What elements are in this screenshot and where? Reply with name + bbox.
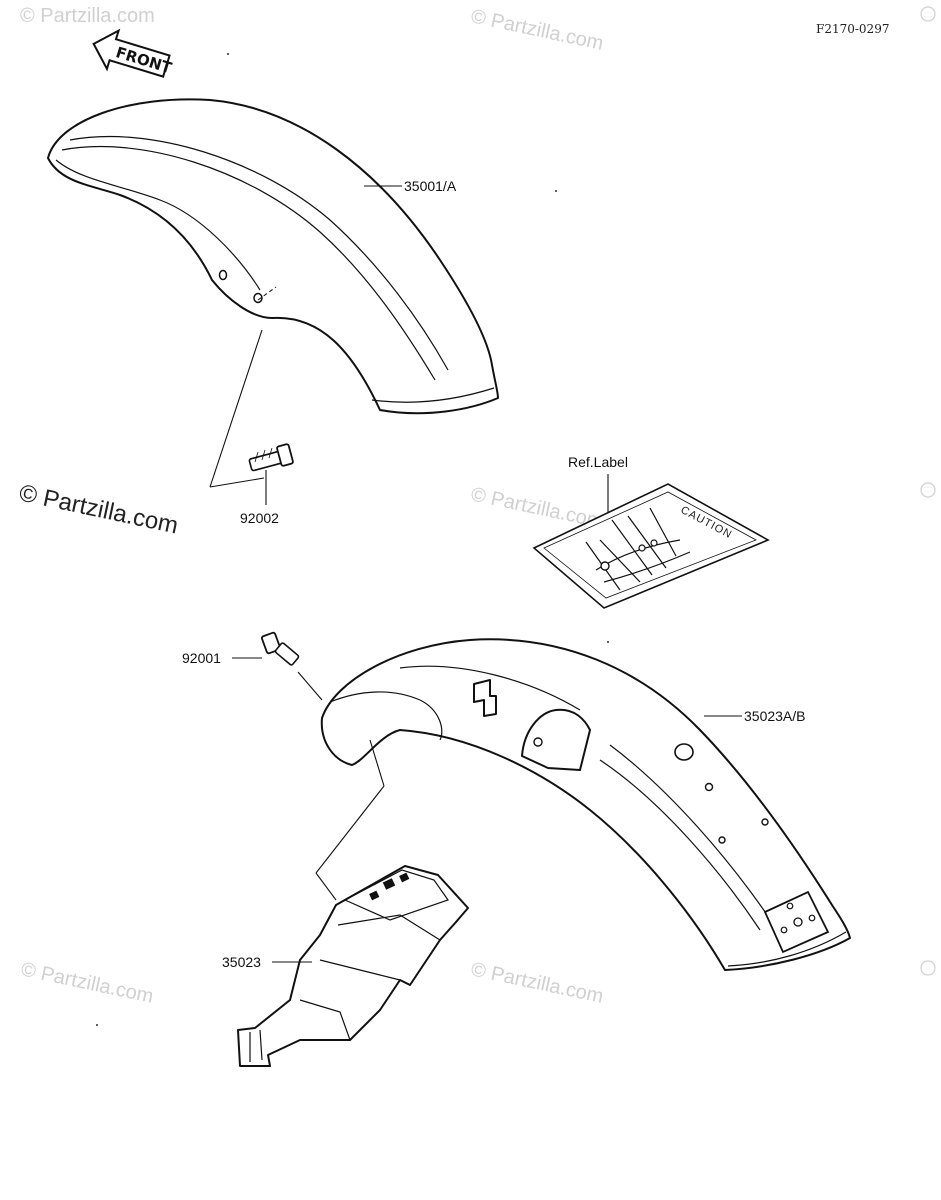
mounting-hole-icon (533, 737, 543, 747)
callout-rear-inner-fender[interactable]: 35023 (222, 954, 261, 970)
watermark: © Partzilla.com (20, 5, 155, 27)
frame-sketch-icon (585, 507, 691, 591)
callout-ref-label[interactable]: Ref.Label (568, 454, 628, 470)
caution-label[interactable]: CAUTION (532, 483, 770, 609)
callout-rear-fender[interactable]: 35023A/B (744, 708, 806, 724)
watermark: © Partzilla.com (469, 958, 605, 1008)
mounting-hole-icon (253, 292, 263, 304)
mounting-hole-icon (761, 818, 769, 826)
mounting-hole-icon (718, 836, 726, 844)
rear-fender[interactable] (320, 638, 851, 971)
mounting-hole-icon (674, 743, 694, 761)
bolt-icon[interactable] (248, 443, 294, 472)
partzilla-watermark: © Partzilla.com (17, 479, 181, 539)
watermark: © Partzilla.com (19, 958, 155, 1008)
watermark: © Partzilla.com (469, 5, 605, 55)
callout-rear-bolt[interactable]: 92001 (182, 650, 221, 666)
front-fender[interactable] (47, 98, 499, 415)
inner-rear-fender[interactable] (237, 865, 469, 1067)
copyright-circle-icon (920, 6, 936, 976)
callout-front-fender[interactable]: 35001/A (404, 178, 457, 194)
front-arrow-icon: FRONT (92, 28, 175, 78)
mounting-hole-icon (704, 782, 714, 792)
bolt-icon[interactable] (261, 631, 300, 666)
callout-front-bolt[interactable]: 92002 (240, 510, 279, 526)
diagram-code: F2170-0297 (816, 22, 889, 36)
mounting-hole-icon (218, 269, 228, 281)
